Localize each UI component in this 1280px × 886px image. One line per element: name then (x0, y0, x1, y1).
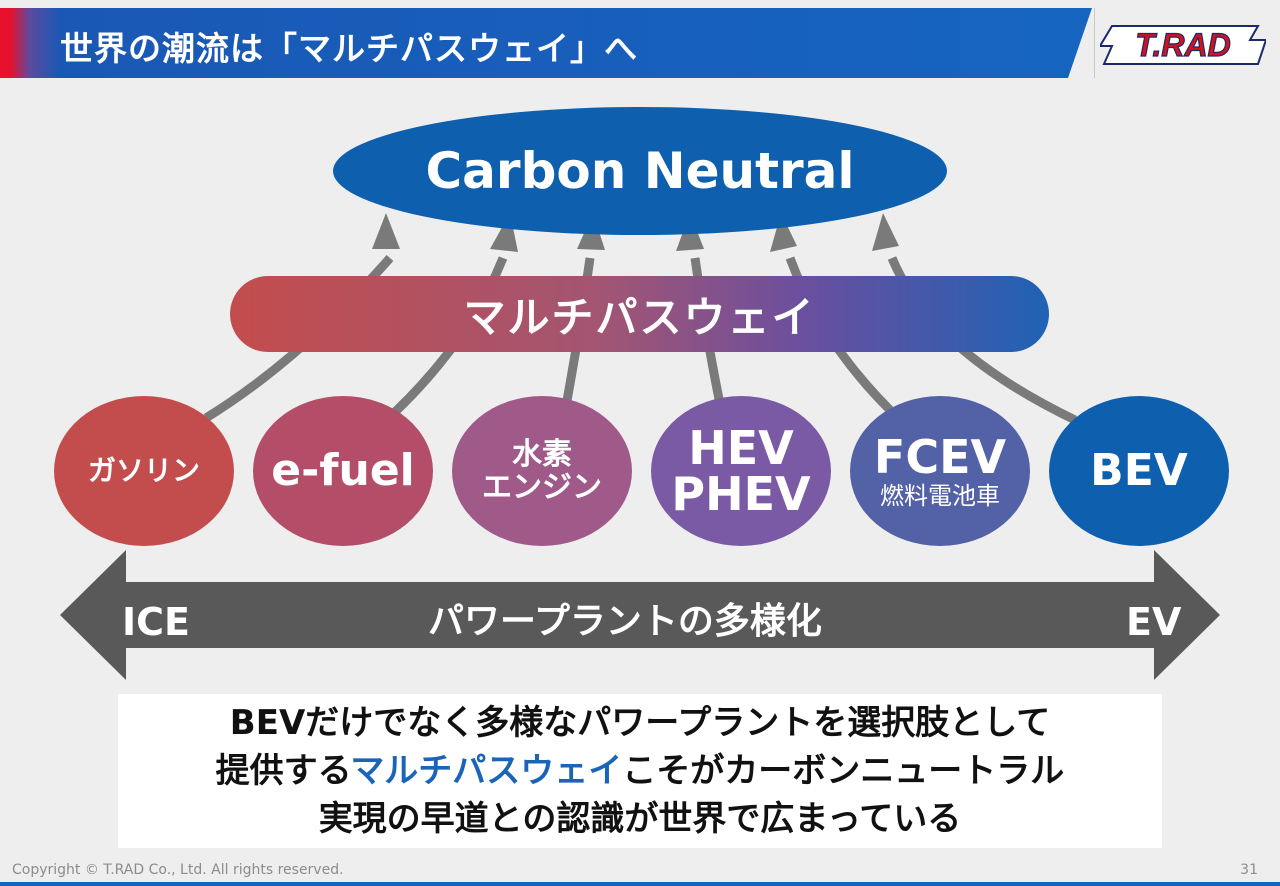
node-hydrogen-engine: 水素 エンジン (452, 396, 632, 546)
message-highlight: マルチパスウェイ (350, 751, 623, 791)
node-gasoline-label: ガソリン (87, 454, 200, 487)
node-phev-label: PHEV (671, 467, 811, 521)
node-efuel: e-fuel (253, 396, 433, 546)
carbon-neutral-label: Carbon Neutral (425, 142, 855, 200)
message-line-3: 実現の早道との認識が世界で広まっている (318, 799, 962, 839)
arrowhead-5 (770, 213, 797, 252)
footer-copyright: Copyright © T.RAD Co., Ltd. All rights r… (12, 862, 344, 878)
key-message-box: BEVだけでなく多様なパワープラントを選択肢として 提供するマルチパスウェイこそ… (118, 694, 1162, 848)
node-hev-label: HEV (688, 421, 794, 475)
title-bar (0, 8, 1092, 78)
node-hydrogen-label-1: 水素 (512, 437, 572, 472)
header-divider (1094, 8, 1095, 78)
node-fcev-sublabel: 燃料電池車 (880, 482, 1000, 510)
node-efuel-label: e-fuel (271, 445, 415, 496)
multipathway-bar: マルチパスウェイ (230, 276, 1049, 352)
footer-rule (0, 882, 1280, 886)
multipathway-label: マルチパスウェイ (463, 292, 816, 342)
page-number: 31 (1240, 862, 1258, 878)
node-bev-label: BEV (1090, 445, 1188, 496)
axis-right-label: EV (1126, 600, 1182, 644)
message-line-1: BEVだけでなく多様なパワープラントを選択肢として (229, 703, 1051, 743)
message-line-2-pre: 提供する (215, 751, 351, 791)
carbon-neutral-goal: Carbon Neutral (333, 107, 947, 235)
trad-logo: T.RAD (1100, 25, 1266, 65)
message-line-2-post: こそがカーボンニュートラル (622, 751, 1065, 791)
arrowhead-6 (872, 213, 899, 251)
powerplant-axis-arrow (60, 550, 1220, 680)
node-gasoline: ガソリン (54, 396, 234, 546)
axis-left-label: ICE (122, 600, 190, 644)
arrowhead-1 (372, 213, 400, 249)
node-hydrogen-label-2: エンジン (482, 470, 602, 505)
node-hev-phev: HEV PHEV (651, 396, 831, 546)
node-bev: BEV (1049, 396, 1229, 546)
node-fcev: FCEV 燃料電池車 (850, 396, 1030, 546)
node-fcev-label: FCEV (873, 430, 1007, 484)
slide-title: 世界の潮流は「マルチパスウェイ」へ (60, 29, 638, 68)
axis-center-label: パワープラントの多様化 (428, 601, 822, 642)
logo-text: T.RAD (1135, 27, 1230, 63)
message-line-2: 提供するマルチパスウェイこそがカーボンニュートラル (216, 747, 1065, 795)
